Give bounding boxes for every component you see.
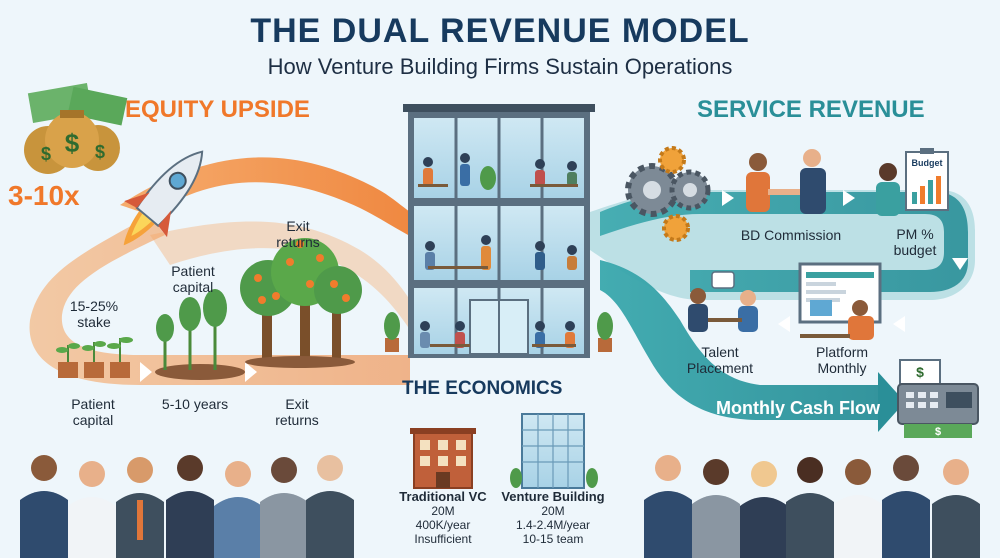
- office-building-icon: [384, 104, 613, 358]
- money-bags-icon: $ $ $: [24, 83, 128, 174]
- venture-building-fund: 20M: [541, 504, 565, 518]
- svg-text:$: $: [95, 142, 105, 162]
- svg-text:$: $: [65, 128, 80, 158]
- timeline-end-label: Exit returns: [275, 396, 319, 428]
- svg-text:$: $: [935, 426, 941, 438]
- rocket-icon: [123, 150, 204, 246]
- stake-label: 15-25% stake: [69, 298, 119, 330]
- return-multiple: 3-10x: [8, 180, 80, 211]
- team-people-right: [644, 455, 980, 558]
- traditional-vc-verdict: Insufficient: [414, 532, 472, 546]
- sapling-icon: [56, 289, 245, 380]
- tree-icon: [240, 238, 362, 368]
- pm-budget-label: PM % budget: [893, 226, 937, 258]
- venture-building-card: Venture Building 20M 1.4-2.4M/year 10-15…: [495, 489, 611, 547]
- bd-commission-label: BD Commission: [740, 227, 842, 243]
- clipboard-label: Budget: [912, 158, 943, 168]
- venture-building-name: Venture Building: [501, 489, 605, 504]
- brick-building-icon: [410, 428, 476, 489]
- page-title: THE DUAL REVENUE MODEL: [250, 12, 750, 50]
- traditional-vc-fund: 20M: [431, 504, 455, 518]
- timeline-start-label: Patient capital: [71, 396, 115, 428]
- platform-monthly-label: Platform Monthly: [815, 344, 869, 376]
- equity-heading: EQUITY UPSIDE: [125, 96, 310, 123]
- svg-text:$: $: [916, 364, 924, 380]
- meeting-icon: [688, 271, 758, 332]
- glass-tower-icon: [510, 413, 598, 489]
- svg-text:$: $: [41, 144, 51, 164]
- gear-icon: [625, 146, 711, 242]
- computer-platform-icon: [798, 262, 882, 340]
- traditional-vc-card: Traditional VC 20M 400K/year Insufficien…: [385, 489, 501, 547]
- patient-capital-upper-label: Patient capital: [171, 263, 215, 295]
- timeline-middle-label: 5-10 years: [161, 396, 229, 412]
- venture-building-fees: 1.4-2.4M/year: [515, 518, 591, 532]
- talent-placement-label: Talent Placement: [686, 344, 754, 376]
- venture-building-team: 10-15 team: [522, 532, 584, 546]
- cash-register-icon: $ $: [897, 359, 979, 438]
- traditional-vc-fees: 400K/year: [415, 518, 471, 532]
- cash-flow-label: Monthly Cash Flow: [716, 398, 880, 418]
- exit-returns-upper-label: Exit returns: [276, 218, 320, 250]
- clipboard-chart-icon: Budget: [876, 148, 949, 216]
- team-people-left: [20, 455, 354, 558]
- service-heading: SERVICE REVENUE: [697, 96, 925, 123]
- handshake-icon: [746, 149, 826, 214]
- economics-heading: THE ECONOMICS: [402, 378, 563, 399]
- plant-icon: [384, 166, 613, 352]
- page-subtitle: How Venture Building Firms Sustain Opera…: [267, 54, 733, 79]
- traditional-vc-name: Traditional VC: [399, 489, 487, 504]
